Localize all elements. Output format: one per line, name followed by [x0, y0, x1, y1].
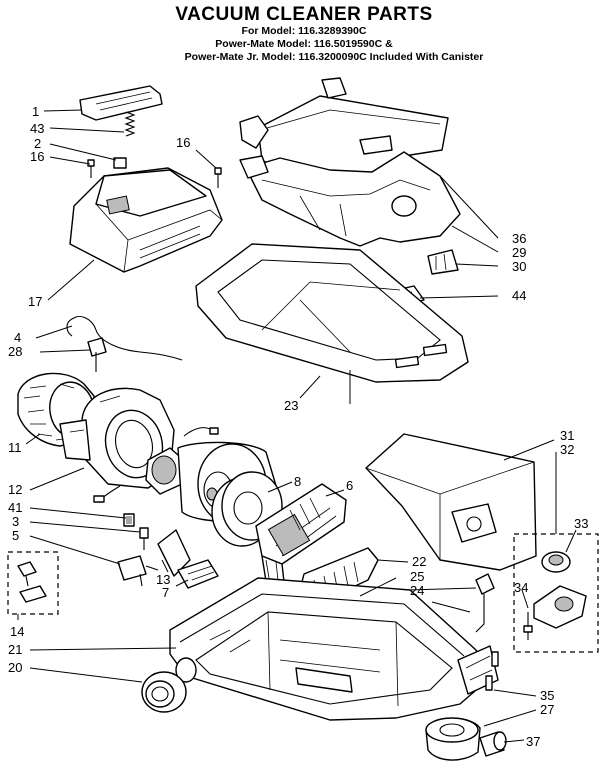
callout-21: 21: [8, 642, 22, 657]
callout-30: 30: [512, 259, 526, 274]
part-4-wire: [66, 315, 183, 361]
part-23-frame: [195, 243, 469, 383]
part-16-screw-right: [214, 167, 222, 188]
part-28-connector: [87, 337, 107, 372]
callout-29: 29: [512, 245, 526, 260]
callout-41: 41: [8, 500, 22, 515]
part-34-bracket: [523, 585, 587, 640]
part-5-capacitor: [117, 555, 159, 587]
callout-27: 27: [540, 702, 554, 717]
part-17-handle-base: [69, 167, 223, 273]
callout-31: 31: [560, 428, 574, 443]
part-31-32-dust-bag: [365, 433, 537, 571]
part-43-spring: [124, 111, 136, 137]
callout-37: 37: [526, 734, 540, 749]
callout-33: 33: [574, 516, 588, 531]
callout-3: 3: [12, 514, 19, 529]
callout-25: 25: [410, 569, 424, 584]
part-16-screw-left: [87, 159, 95, 178]
callout-6: 6: [346, 478, 353, 493]
part-20-wheel: [141, 671, 187, 713]
callout-32: 32: [560, 442, 574, 457]
callout-43: 43: [30, 121, 44, 136]
callout-20: 20: [8, 660, 22, 675]
part-41-clip: [123, 513, 135, 527]
callout-2: 2: [34, 136, 41, 151]
callout-16-right: 16: [176, 135, 190, 150]
callout-7: 7: [162, 585, 169, 600]
callout-14: 14: [10, 624, 24, 639]
callout-34: 34: [514, 580, 528, 595]
callout-1: 1: [32, 104, 39, 119]
part-27-swivel: [425, 717, 481, 761]
callout-13: 13: [156, 572, 170, 587]
callout-17: 17: [28, 294, 42, 309]
part-13-blower: [157, 529, 191, 577]
callout-labels: 1 43 2 16 16 17 36 29 30 44 4 28 23 11 1…: [8, 104, 588, 749]
diagram-title: VACUUM CLEANER PARTS: [175, 4, 433, 25]
part-35-bracket: [457, 645, 499, 695]
callout-11: 11: [8, 440, 22, 455]
inset-box-canister-parts: [513, 533, 599, 653]
part-1-handle-button: [79, 85, 163, 121]
callout-22: 22: [412, 554, 426, 569]
part-30-latch: [427, 249, 459, 275]
callout-16-left: 16: [30, 149, 44, 164]
callout-8: 8: [294, 474, 301, 489]
model-line-2: Power-Mate Model: 116.5019590C &: [215, 38, 393, 50]
part-2-latch: [113, 157, 127, 169]
part-37-plug: [479, 731, 507, 757]
callout-23: 23: [284, 398, 298, 413]
model-line-1: For Model: 116.3289390C: [241, 25, 367, 37]
callout-28: 28: [8, 344, 22, 359]
leader-lines: [17, 109, 577, 743]
callout-44: 44: [512, 288, 526, 303]
model-line-3: Power-Mate Jr. Model: 116.3200090C Inclu…: [184, 51, 484, 63]
part-14-plug-set: [17, 561, 47, 603]
part-24-switch: [431, 573, 495, 633]
callout-35: 35: [540, 688, 554, 703]
callout-4: 4: [14, 330, 21, 345]
callout-36: 36: [512, 231, 526, 246]
callout-12: 12: [8, 482, 22, 497]
part-3-terminal: [139, 527, 149, 550]
part-21-base: [169, 577, 491, 721]
inset-box-part-14: [7, 551, 59, 615]
part-29-lower-cover: [239, 151, 461, 247]
callout-24: 24: [410, 583, 424, 598]
part-33-grommet: [541, 551, 571, 573]
callout-5: 5: [12, 528, 19, 543]
